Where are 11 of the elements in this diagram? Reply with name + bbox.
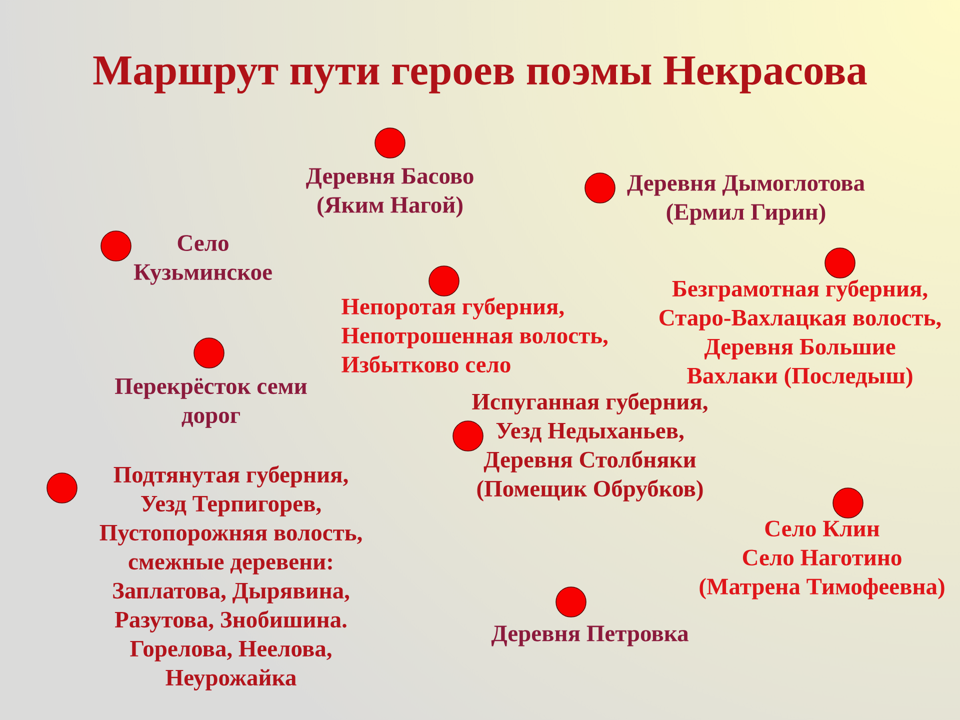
place-label: Безграмотная губерния, Старо-Вахлацкая волость, Деревня Большие Вахлаки (Последыш): [660, 280, 941, 388]
place-label: Перекрёсток семи дорог: [115, 378, 307, 428]
place-label: Деревня Петровка: [491, 626, 688, 646]
place-label: Деревня Дымоглотова (Ермил Гирин): [627, 175, 865, 225]
place-label: Непоротая губерния, Непотрошенная волость, Избытково село: [342, 297, 608, 373]
place-label: Деревня Басово (Яким Нагой): [306, 168, 474, 218]
place-label: Село Клин Село Наготино (Матрена Тимофеевна): [700, 520, 944, 600]
place-label: Испуганная губерния, Уезд Недыханьев, Деревня Столбняки (Помещик Обрубков): [472, 392, 708, 502]
title: Маршрут пути героев поэмы Некрасова: [93, 56, 867, 94]
place-label: Село Кузьминское: [134, 235, 272, 285]
place-label: Подтянутая губерния, Уезд Терпигорев, Пустопорожняя волость, смежные деревени: Заплатова, Дырявина, Разутова, Знобишина. Горелова, Неелова, Неурожайка: [100, 466, 362, 690]
